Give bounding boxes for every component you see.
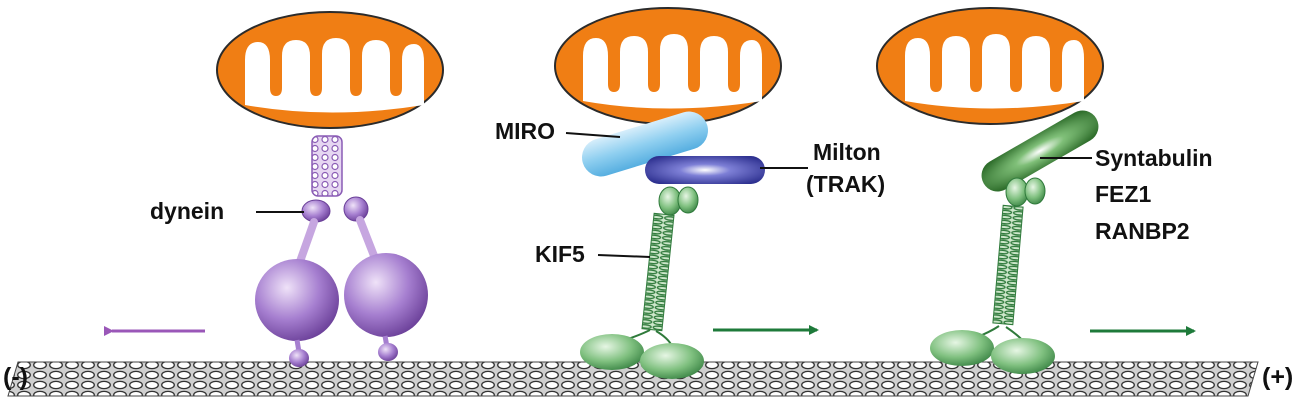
kif5b-motor-head-2 bbox=[991, 338, 1055, 374]
mitochondrion-2 bbox=[554, 7, 782, 125]
label-miro: MIRO bbox=[495, 118, 555, 144]
label-syntabulin: Syntabulin bbox=[1095, 145, 1213, 171]
milton-protein bbox=[645, 156, 765, 184]
kif5-motor-head-1 bbox=[580, 334, 644, 370]
label-fez1: FEZ1 bbox=[1095, 181, 1151, 207]
mitochondrion-1 bbox=[216, 11, 444, 129]
label-plus-end: (+) bbox=[1262, 363, 1293, 391]
kinesin-syntabulin-complex: Syntabulin FEZ1 RANBP2 bbox=[876, 7, 1213, 374]
dynein-complex: dynein bbox=[104, 11, 444, 367]
dynein-motor-head-2 bbox=[344, 253, 428, 337]
miro-protein bbox=[582, 111, 708, 177]
kif5-motor-head-2 bbox=[640, 343, 704, 379]
label-minus-end: (-) bbox=[3, 363, 28, 391]
syntabulin-protein bbox=[981, 110, 1099, 192]
kinesin-miro-milton-complex: MIRO Milton (TRAK) KIF5 bbox=[495, 7, 885, 379]
label-kif5: KIF5 bbox=[535, 241, 585, 267]
microtubule bbox=[7, 361, 1259, 397]
kif5b-motor-head-1 bbox=[930, 330, 994, 366]
label-ranbp2: RANBP2 bbox=[1095, 218, 1190, 244]
label-milton: Milton bbox=[813, 139, 881, 165]
dynein-motor-head-1 bbox=[255, 259, 339, 341]
label-dynein: dynein bbox=[150, 198, 224, 224]
label-trak: (TRAK) bbox=[806, 171, 885, 197]
mitochondrion-3 bbox=[876, 7, 1104, 125]
